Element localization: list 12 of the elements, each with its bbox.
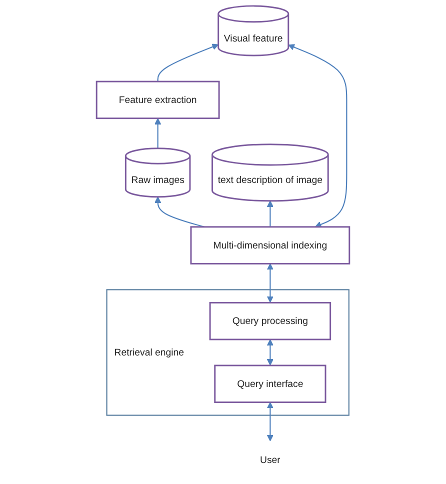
- node-box: Feature extraction: [96, 80, 220, 120]
- arrow: [157, 44, 219, 82]
- node-text: User: [260, 454, 280, 466]
- arrow: [288, 44, 348, 228]
- node-box: Multi-dimensional indexing: [190, 226, 350, 264]
- arrow: [266, 200, 274, 227]
- arrow: [266, 339, 274, 366]
- node-box: Query interface: [214, 364, 326, 403]
- arrow: [266, 402, 274, 442]
- node-box: Query processing: [209, 302, 332, 340]
- arrow: [154, 118, 162, 148]
- arrow: [266, 263, 274, 303]
